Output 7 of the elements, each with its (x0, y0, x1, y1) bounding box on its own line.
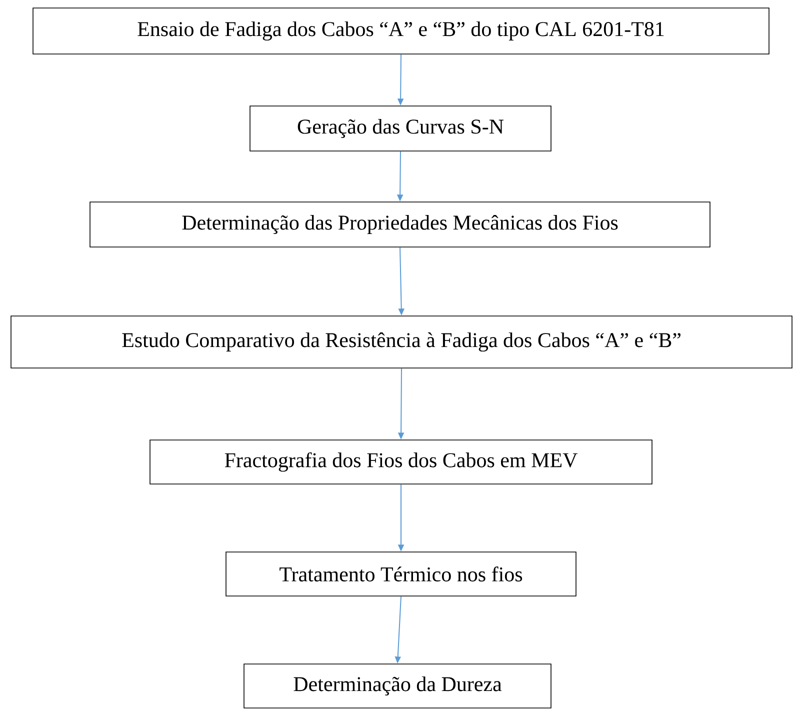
process-box: Determinação da Dureza (244, 664, 552, 708)
process-box: Tratamento Térmico nos fios (226, 552, 576, 596)
process-box: Determinação das Propriedades Mecânicas dos Fios (90, 202, 710, 248)
process-box: Estudo Comparativo da Resistência à Fadiga dos Cabos “A” e “B” (10, 316, 792, 368)
process-box: Fractografia dos Fios dos Cabos em MEV (150, 440, 652, 484)
process-box: Geração das Curvas S-N (250, 106, 552, 152)
process-box: Ensaio de Fadiga dos Cabos “A” e “B” do tipo CAL 6201-T81 (32, 8, 770, 54)
